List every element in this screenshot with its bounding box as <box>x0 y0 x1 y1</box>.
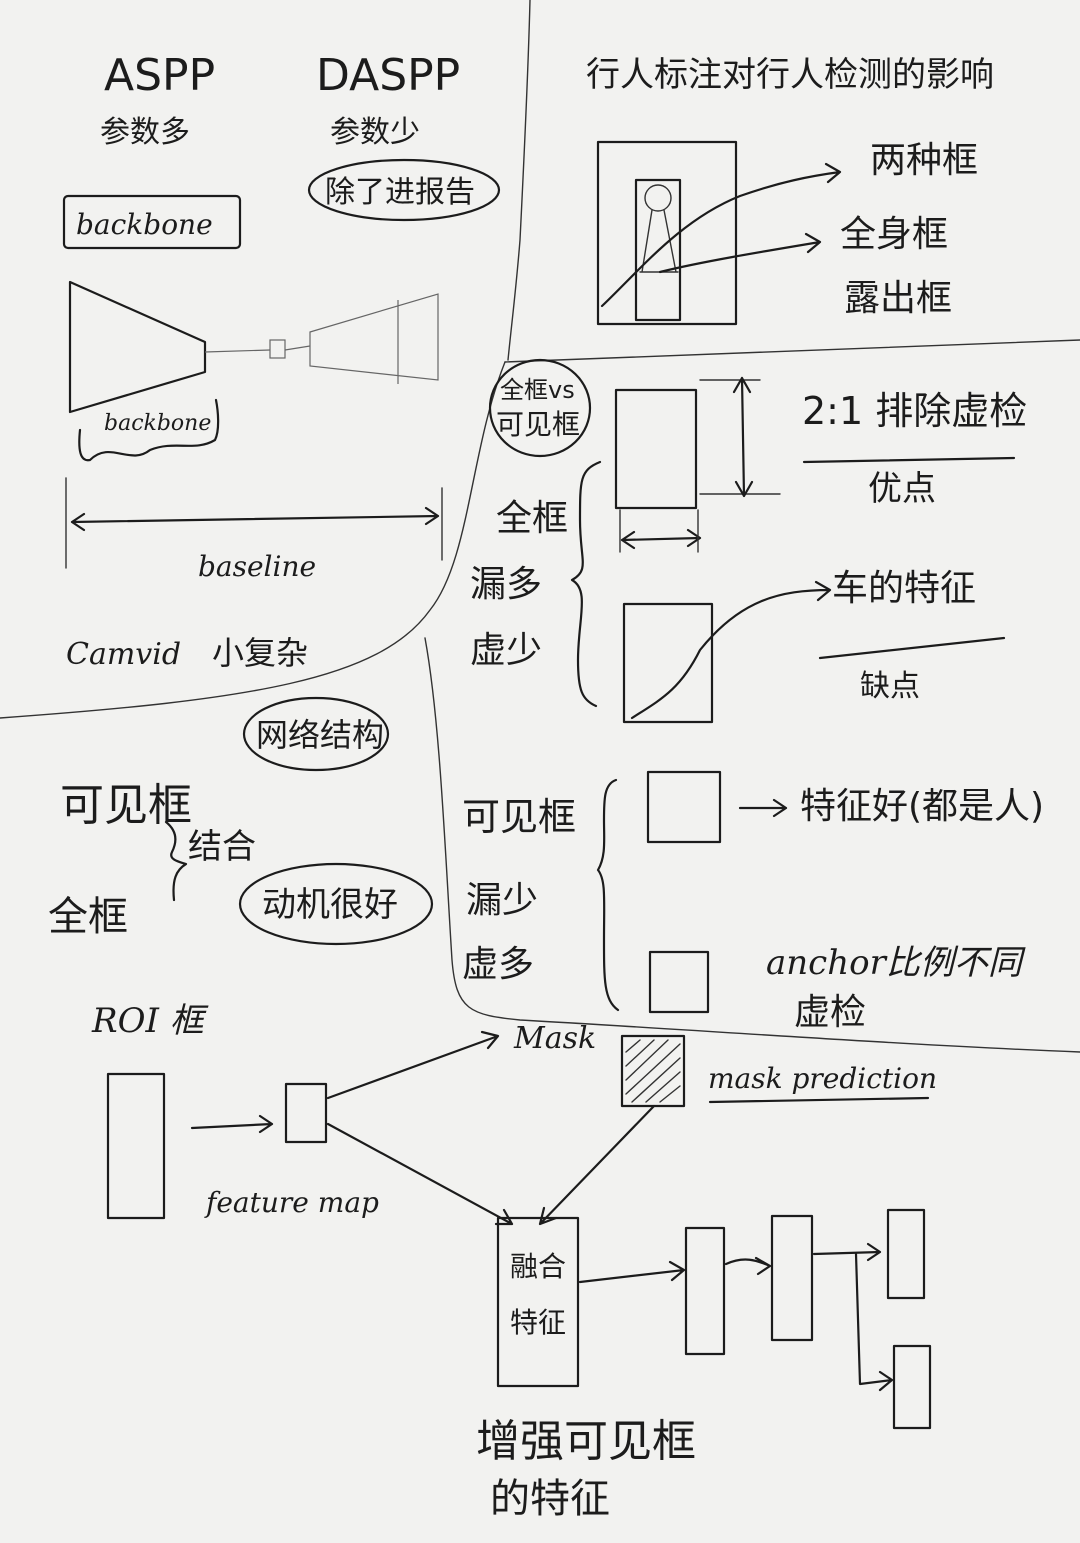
enhance-label-1: 增强可见框 <box>476 1416 696 1467</box>
pedestrian-title: 行人标注对行人检测的影响 <box>586 55 994 95</box>
baseline-label: baseline <box>198 550 316 583</box>
aspp-title: ASPP <box>104 50 215 101</box>
visible-frame-brace <box>596 778 620 1012</box>
layer-2-box <box>770 1214 814 1342</box>
tall-box <box>614 388 698 510</box>
car-feature-arrow <box>630 580 832 720</box>
mask-arrow <box>326 1030 500 1100</box>
roi-box <box>106 1072 166 1220</box>
motivation-label: 动机很好 <box>262 885 398 925</box>
camvid-note: 小复杂 <box>212 634 308 672</box>
fused-to-layer1-arrow <box>578 1260 686 1284</box>
fused-label-1: 融合 <box>510 1250 566 1283</box>
two-boxes-label: 两种框 <box>870 140 978 181</box>
full-frame-label: 全框 <box>496 498 568 539</box>
fp-more-label: 虚多 <box>462 944 534 985</box>
roi-arrow <box>190 1114 274 1134</box>
mask-hatching <box>625 1039 681 1103</box>
backbone-brace <box>78 398 220 462</box>
height-guides <box>699 379 781 495</box>
layer2-branch-lower <box>854 1252 894 1392</box>
roi-label: ROI 框 <box>91 1001 209 1041</box>
advantage-label: 优点 <box>868 469 936 509</box>
backbone-box-label: backbone <box>76 208 213 241</box>
miss-more-label: 漏多 <box>470 564 542 605</box>
daspp-title: DASPP <box>316 50 460 101</box>
full-frame-brace <box>570 460 602 708</box>
full-box-label: 全身框 <box>840 214 948 255</box>
miss-less-label: 漏少 <box>466 880 538 921</box>
decoder-trapezoid <box>309 293 439 384</box>
output-upper-box <box>886 1208 926 1300</box>
layer-1-box <box>684 1226 726 1356</box>
advantage-rule <box>802 456 1016 464</box>
car-box <box>622 602 714 724</box>
encoder-trapezoid <box>68 280 207 414</box>
anchor-ratio-label: anchor比例不同 <box>766 943 1026 983</box>
full-vs-visible-ellipse <box>488 358 592 458</box>
network-ellipse <box>242 696 390 772</box>
visible-box-label: 露出框 <box>844 278 952 319</box>
feature-box <box>284 1082 328 1144</box>
backbone-curve-label: backbone <box>104 411 211 436</box>
bottleneck-node <box>269 339 286 359</box>
vertical-divider-top <box>507 0 531 361</box>
full-body-box <box>634 178 682 322</box>
enhance-label-2: 的特征 <box>490 1476 610 1522</box>
car-feature-label: 车的特征 <box>832 568 976 609</box>
visible-frame-right: 可见框 <box>462 795 576 839</box>
horizontal-divider-right <box>504 339 1080 363</box>
camvid-label: Camvid <box>66 637 181 672</box>
mask-to-fused-arrow <box>538 1104 656 1226</box>
baseline-arrow <box>70 506 440 532</box>
drawback-label: 缺点 <box>860 669 920 704</box>
combine-label: 结合 <box>188 827 256 867</box>
full-vs-visible-line2: 可见框 <box>496 408 580 441</box>
daspp-tag: 除了进报告 <box>325 175 475 210</box>
output-lower-box <box>892 1344 932 1430</box>
image-frame <box>596 140 738 326</box>
drawback-rule <box>818 636 1006 660</box>
divider-curve-left <box>0 361 506 719</box>
ratio-label: 2:1 排除虚检 <box>802 389 1027 433</box>
daspp-note: 参数少 <box>330 115 420 150</box>
height-arrow <box>732 376 754 498</box>
mask-prediction-underline <box>708 1096 930 1104</box>
combine-brace <box>164 820 188 902</box>
fused-label-2: 特征 <box>510 1306 566 1339</box>
width-guides <box>619 509 699 553</box>
full-vs-visible-line1: 全框vs <box>500 376 575 404</box>
small-square-box <box>648 950 710 1014</box>
fp-det-label: 虚检 <box>794 992 866 1033</box>
person-head <box>644 184 672 212</box>
bottleneck-link <box>204 345 311 353</box>
mask-prediction-label: mask prediction <box>708 1062 937 1095</box>
square-box <box>646 770 722 844</box>
aspp-note: 参数多 <box>100 115 190 150</box>
motivation-ellipse <box>238 862 434 946</box>
feature-arrow <box>738 798 788 818</box>
daspp-tag-ellipse <box>307 158 501 222</box>
arrow-to-two-boxes <box>600 162 842 308</box>
divider-middle-vertical <box>424 637 1080 1053</box>
arrow-to-full-box <box>658 232 822 274</box>
backbone-box <box>62 194 242 250</box>
feature-map-label: feature map <box>204 1186 379 1219</box>
mask-label: Mask <box>513 1021 596 1056</box>
feature-all-label: 特征好(都是人) <box>800 786 1044 827</box>
fused-feature-box <box>496 1216 580 1388</box>
full-frame-left: 全框 <box>48 894 128 940</box>
width-arrow <box>620 528 702 550</box>
fp-less-label: 虚少 <box>470 630 542 671</box>
visible-frame-left: 可见框 <box>60 780 192 831</box>
layer1-to-layer2-arrow <box>724 1256 772 1276</box>
network-label: 网络结构 <box>256 716 384 754</box>
layer2-branch-upper <box>812 1242 882 1262</box>
